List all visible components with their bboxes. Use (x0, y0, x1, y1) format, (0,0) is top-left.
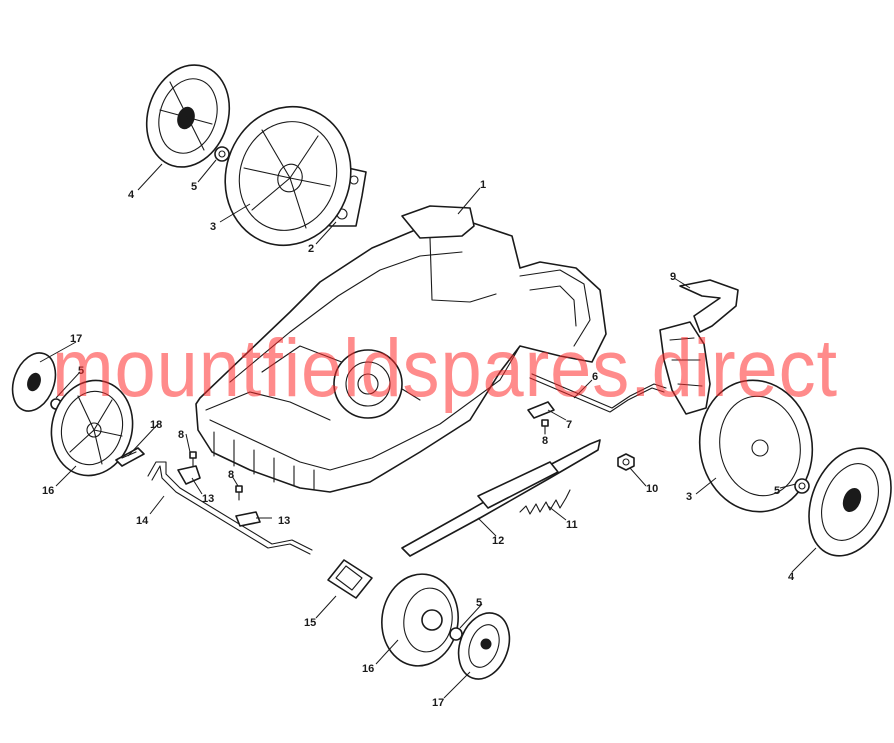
callout-3: 3 (686, 491, 692, 503)
callout-7: 7 (566, 419, 572, 431)
callout-8: 8 (228, 469, 234, 481)
front-left-hubcap (11, 352, 57, 412)
watermark-text: mountfieldspares.direct (52, 323, 838, 414)
callout-12: 12 (492, 535, 504, 547)
axle-bracket (527, 401, 555, 419)
callout-11: 11 (566, 519, 578, 531)
rear-right-washer (794, 478, 810, 494)
callout-14: 14 (136, 515, 149, 527)
callout-2: 2 (308, 243, 314, 255)
callout-4: 4 (788, 571, 795, 583)
callout-13: 13 (278, 515, 290, 527)
callout-8: 8 (542, 435, 548, 447)
rear-axle (529, 373, 667, 413)
height-adjust-spring (519, 489, 571, 515)
callout-5: 5 (476, 597, 482, 609)
callout-5: 5 (774, 485, 780, 497)
front-right-washer (449, 627, 463, 641)
mower-deck (195, 205, 607, 493)
rear-left-hubcap (145, 64, 231, 168)
callout-18: 18 (150, 419, 162, 431)
front-bracket (327, 559, 373, 599)
rear-right-wheel (698, 379, 814, 513)
screw-c (541, 419, 549, 435)
height-adjust-lever (401, 439, 601, 557)
callout-17: 17 (70, 333, 82, 345)
callout-13: 13 (202, 493, 214, 505)
front-left-wheel (50, 379, 134, 477)
front-right-hubcap (457, 612, 511, 680)
front-right-wheel (381, 573, 459, 667)
callout-16: 16 (42, 485, 54, 497)
callout-4: 4 (128, 189, 135, 201)
rear-left-washer (214, 146, 230, 162)
screw-b (235, 485, 243, 501)
leader-lines (39, 159, 817, 699)
rear-right-hubcap (808, 447, 892, 557)
nut (617, 453, 635, 471)
rear-left-wheel (224, 105, 352, 247)
clip-lower (235, 511, 261, 527)
clip-upper (177, 465, 201, 485)
callout-5: 5 (78, 365, 84, 377)
callouts: 1 2 3 3 4 4 5 5 5 5 6 7 8 8 8 9 10 11 12… (42, 179, 795, 709)
callout-3: 3 (210, 221, 216, 233)
callout-15: 15 (304, 617, 316, 629)
callout-17: 17 (432, 697, 444, 709)
front-axle (147, 461, 313, 555)
callout-8: 8 (178, 429, 184, 441)
callout-10: 10 (646, 483, 658, 495)
handle-bracket (659, 279, 739, 415)
callout-6: 6 (592, 371, 598, 383)
callout-9: 9 (670, 271, 676, 283)
callout-16: 16 (362, 663, 374, 675)
callout-5: 5 (191, 181, 197, 193)
screw-a (189, 451, 197, 467)
callout-1: 1 (480, 179, 486, 191)
